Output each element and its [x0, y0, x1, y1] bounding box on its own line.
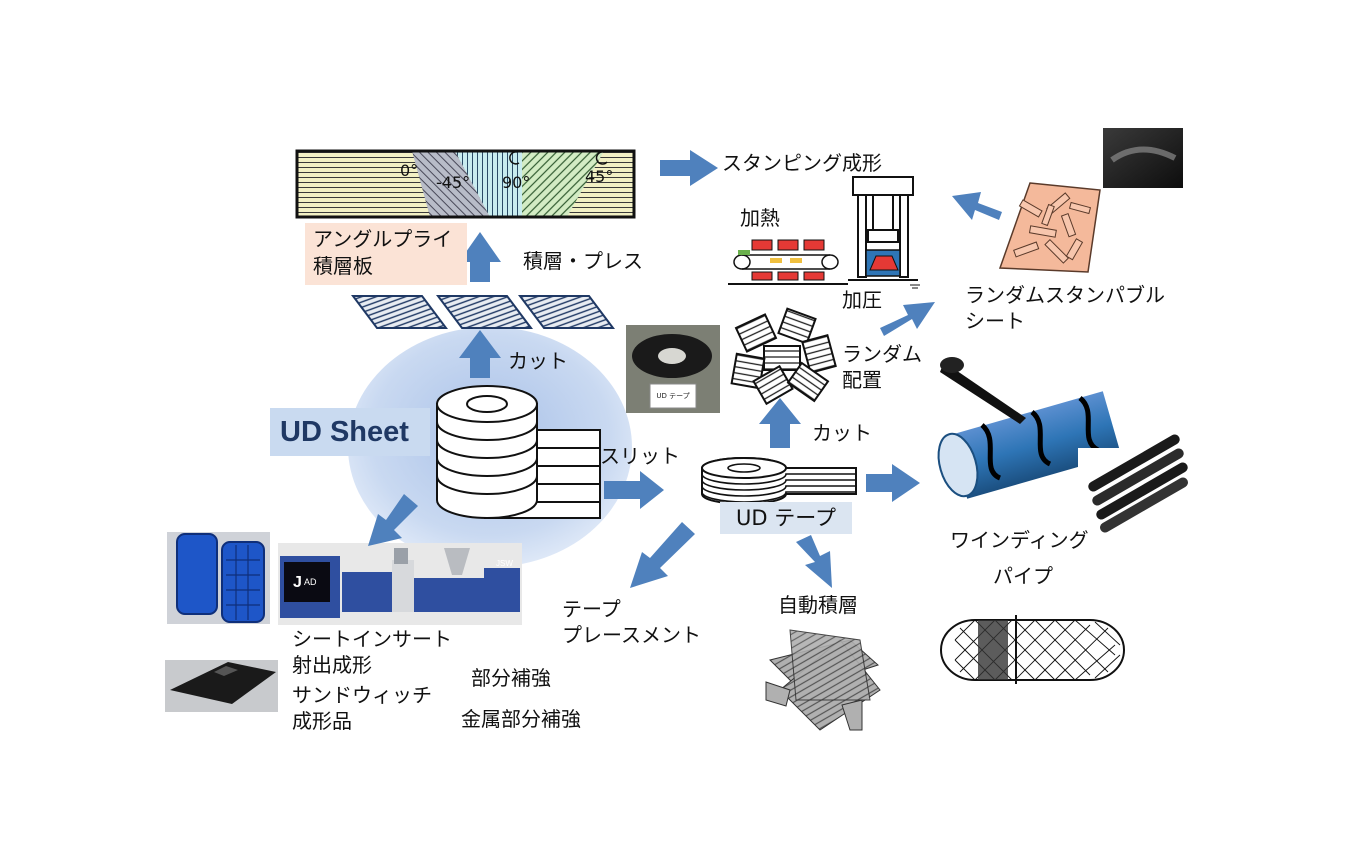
heating-label: 加熱 [740, 206, 780, 230]
ud-tape-roll [701, 457, 857, 505]
pipe-label: パイプ [993, 564, 1053, 588]
sheet-insert-injection-label: シートインサート 射出成形 [292, 627, 452, 677]
slit-label: スリット [600, 444, 680, 468]
stamping-press [848, 176, 920, 289]
arrow-to-stamping [660, 150, 718, 186]
auto-lamination-stack [765, 629, 881, 731]
heating-conveyor [728, 239, 848, 285]
random-stampable-sheet-label: ランダムスタンパブル シート [965, 283, 1165, 333]
random-placement-label: ランダム 配置 [842, 342, 922, 392]
seat-photo [167, 532, 270, 624]
angle-arc-45 [595, 151, 608, 165]
tape-placement-label: テープ プレースメント [562, 597, 701, 647]
angle-label-minus45: -45° [436, 173, 470, 192]
random-chips [730, 307, 837, 406]
cut-label-right: カット [812, 421, 872, 445]
arrow-slit [604, 471, 664, 509]
auto-lamination-label: 自動積層 [778, 593, 858, 617]
sandwich-photo [165, 660, 278, 712]
svg-text:JSW: JSW [496, 559, 513, 568]
svg-text:UD テープ: UD テープ [656, 392, 689, 400]
svg-text:J: J [293, 574, 302, 591]
metal-partial-reinforcement-label: 金属部分補強 [461, 707, 581, 731]
ud-tape-photo: UD テープ [626, 325, 720, 413]
partial-reinforcement-label: 部分補強 [471, 666, 551, 690]
injection-machine-photo: J AD JSW [278, 543, 522, 625]
arrow-up-to-laminate [459, 232, 501, 282]
arrows [368, 150, 1002, 588]
arrow-to-pressing [880, 302, 935, 336]
arrow-to-tape-placement [630, 522, 695, 588]
pressure-vessel [940, 615, 1125, 684]
cut-label-top: カット [508, 349, 568, 373]
arrow-to-auto-lamination [796, 535, 832, 588]
pressing-label: 加圧 [842, 288, 882, 312]
angle-label-90: 90° [502, 173, 530, 192]
angle-arc-90 [509, 151, 520, 165]
arrow-from-random-sheet [952, 192, 1002, 220]
winding-pipe [937, 357, 1121, 499]
pipe-photo [1078, 434, 1188, 533]
winding-label: ワインディング [950, 528, 1089, 552]
sandwich-molded-label: サンドウィッチ 成形品 [292, 683, 432, 733]
ud-sheet-label: UD Sheet [270, 408, 430, 456]
lamination-press-label: 積層・プレス [523, 249, 643, 273]
random-stampable-sheet [998, 182, 1101, 273]
cut-plies [351, 295, 615, 329]
angle-ply-label: アングルプライ 積層板 [305, 223, 467, 285]
stamped-part-highlight [1110, 146, 1177, 163]
angle-ply-laminate [295, 149, 636, 219]
ud-tape-label: UD テープ [720, 502, 852, 534]
stamping-label: スタンピング成形 [722, 151, 882, 175]
arrow-up-to-chips [759, 398, 801, 448]
ud-sheet-roll [436, 385, 601, 519]
arrow-to-injection [368, 494, 418, 546]
arrow-up-to-plies [459, 330, 501, 378]
angle-label-0: 0° [400, 161, 418, 180]
arrow-to-winding [866, 464, 920, 502]
svg-text:AD: AD [304, 577, 317, 587]
angle-label-45: 45° [585, 167, 613, 186]
